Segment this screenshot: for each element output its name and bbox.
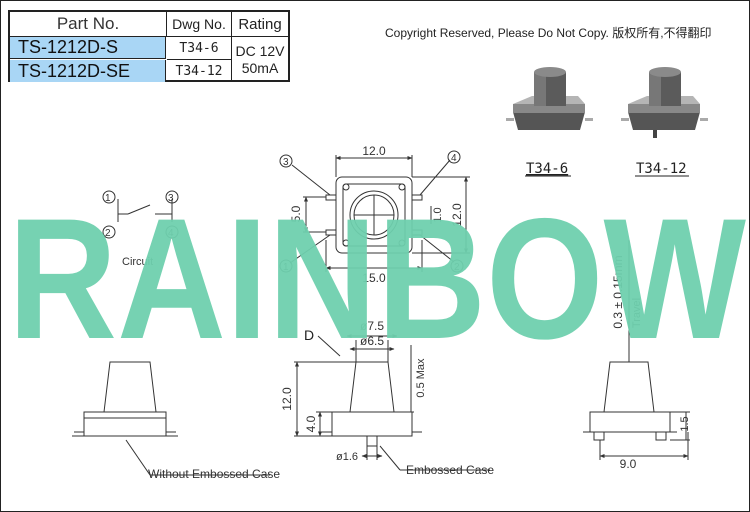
dim-dia-top: ø7.5 [360, 319, 384, 333]
top-dim-pitch: 5.0 [289, 205, 303, 222]
circuit-symbol [102, 190, 179, 239]
top-view [279, 150, 470, 273]
top-dim-pin-width: 1.0 [432, 207, 444, 222]
dim-max: 0.5 Max [415, 358, 427, 398]
dwg-row-2: T34-12 [167, 60, 232, 82]
label-travel: Travel [631, 298, 643, 328]
dim-dia-mid: ø6.5 [360, 334, 384, 348]
top-pin-2: 2 [454, 262, 460, 273]
note-embossed: Embossed Case [406, 463, 494, 477]
label-t34-6: T34-6 [526, 161, 568, 177]
part-row-1: TS-1212D-S [10, 37, 166, 59]
part-row-2: TS-1212D-SE [10, 60, 166, 82]
side-view-right [583, 240, 690, 460]
product-render-t34-12 [621, 67, 708, 138]
copyright-notice: Copyright Reserved, Please Do Not Copy. … [385, 26, 712, 40]
side-tag-d: D [304, 327, 314, 343]
side-view-left [72, 361, 270, 476]
label-t34-12: T34-12 [636, 161, 687, 177]
dim-terminal-height: 1.5 [679, 416, 691, 431]
dim-width: 9.0 [620, 457, 637, 471]
dim-height: 12.0 [280, 387, 294, 411]
dim-base: 4.0 [304, 415, 318, 432]
dim-travel: 0.3 ± 0.15mm [611, 255, 625, 328]
circuit-label: Circuit [122, 256, 153, 268]
header-part-no: Part No. [10, 12, 167, 37]
dwg-row-1: T34-6 [167, 37, 232, 60]
rating-current: 50mA [241, 59, 279, 76]
circuit-pin-1: 1 [105, 193, 111, 204]
top-pin-1: 1 [283, 262, 289, 273]
side-view-center [294, 334, 490, 471]
top-dim-pin-span: 15.0 [362, 271, 386, 285]
note-without-embossed: Without Embossed Case [148, 467, 280, 481]
rating-cell: DC 12V 50mA [232, 37, 288, 82]
product-render-t34-6 [506, 67, 593, 130]
circuit-pin-3: 3 [168, 193, 174, 204]
header-rating: Rating [232, 12, 288, 37]
header-dwg-no: Dwg No. [167, 12, 232, 37]
top-dim-width: 12.0 [362, 144, 386, 158]
top-pin-4: 4 [451, 153, 457, 164]
dim-pin-dia: ø1.6 [336, 451, 358, 463]
rainbow-watermark: RAINBOW [8, 183, 747, 375]
top-dim-height: 12.0 [450, 203, 464, 227]
spec-table: Part No. Dwg No. Rating TS-1212D-S T34-6… [8, 10, 290, 82]
rating-voltage: DC 12V [235, 42, 285, 59]
top-pin-3: 3 [283, 157, 289, 168]
circuit-pin-4: 4 [168, 228, 174, 239]
circuit-pin-2: 2 [105, 228, 111, 239]
